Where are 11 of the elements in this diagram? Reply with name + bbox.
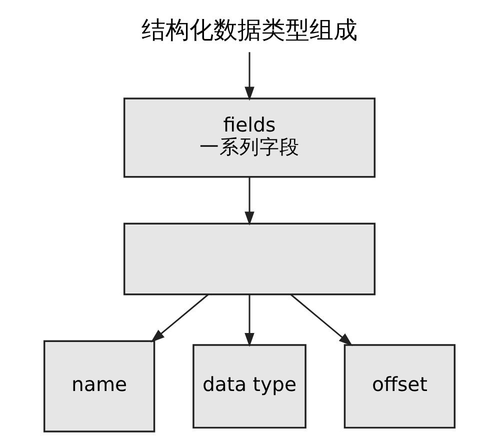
node-text: 结构化数据类型组成 [142,16,358,44]
arrow [244,52,254,101]
node-box: data type [192,344,306,429]
node-box: offset [344,344,456,429]
arrow [244,294,254,347]
node-box [123,222,376,296]
node-box: fields 一系列字段 [123,98,376,178]
arrow [290,294,353,346]
node-box: name [43,340,156,432]
arrow [150,294,209,342]
arrow [244,177,254,226]
